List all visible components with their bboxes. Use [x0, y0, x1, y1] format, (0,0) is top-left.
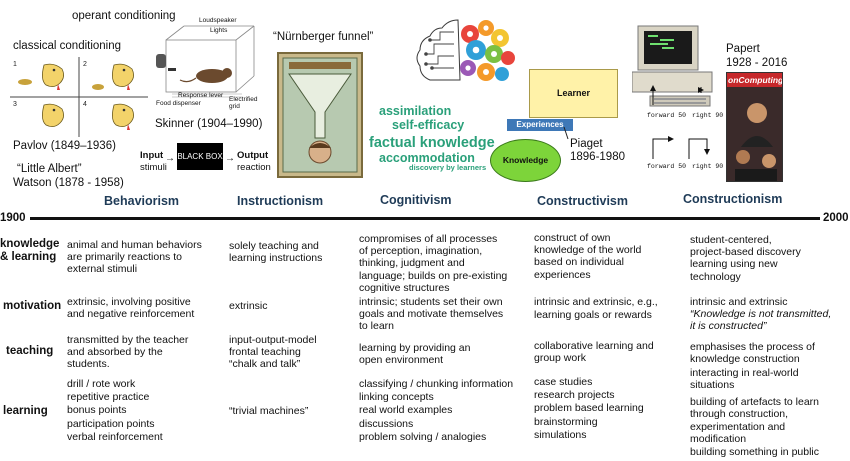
cell-knowledge-behaviorism: animal and human behaviors are primarily… [67, 239, 202, 276]
cell-teaching-constructionism-extra: interacting in real-world situations [690, 367, 799, 392]
experience-arrow [562, 126, 574, 141]
food-dispenser-label: Food dispenser [156, 100, 201, 107]
output-arrow: → [225, 153, 235, 164]
knowledge-ellipse: Knowledge [490, 139, 561, 182]
skinner-label: Skinner (1904–1990) [155, 118, 263, 130]
cell-teaching-instructionism: input-output-model frontal teaching “cha… [229, 334, 317, 371]
discovery-word: discovery by learners [409, 163, 487, 172]
little-albert-label: “Little Albert” [17, 163, 82, 175]
response-lever-label: Response lever [178, 92, 224, 99]
cell-motivation-instructionism: extrinsic [229, 300, 268, 312]
pavlov-panel-2: 2 [83, 61, 87, 68]
papert-label: Papert [726, 43, 760, 55]
nuernberger-funnel-label: “Nürnberger funnel” [273, 31, 374, 43]
loudspeaker-label: Loudspeaker [199, 17, 237, 24]
row-label-teaching: teaching [6, 345, 54, 357]
piaget-label: Piaget [570, 138, 603, 150]
row-label-learning: learning [3, 405, 48, 417]
skinner-box-illustration [152, 18, 262, 116]
timeline-start: 1900 [0, 212, 26, 224]
cell-learning-behaviorism: drill / rote work repetitive practice bo… [67, 378, 163, 443]
timeline-line [30, 217, 820, 220]
oncomputing-magazine: onComputing [726, 72, 783, 182]
cell-motivation-behaviorism: extrinsic, involving positive and negati… [67, 296, 195, 321]
turtle-right90-b: right 90 [692, 163, 724, 170]
brain-gears-illustration [400, 12, 522, 124]
cell-motivation-cognitivism: intrinsic; students set their own goals … [359, 296, 504, 333]
classical-conditioning-label: classical conditioning [13, 40, 122, 52]
magazine-masthead: onComputing [727, 73, 783, 87]
row-label-knowledge-learning: knowledge & learning [0, 238, 60, 263]
watson-label: Watson (1878 - 1958) [13, 177, 124, 189]
cell-motivation-constructivism: intrinsic and extrinsic, e.g., learning … [534, 296, 658, 321]
cell-knowledge-instructionism: solely teaching and learning instruction… [229, 240, 323, 265]
input-arrow: → [165, 153, 175, 164]
cell-teaching-cognitivism: learning by providing an open environmen… [359, 342, 471, 367]
cell-learning-constructivism: case studies research projects problem b… [534, 376, 644, 441]
cell-learning-constructionism: building of artefacts to learn through c… [690, 396, 819, 458]
turtle-drawings [641, 83, 721, 171]
turtle-forward50-a: forward 50 [647, 112, 687, 119]
self-efficacy-word: self-efficacy [392, 118, 465, 132]
cell-teaching-behaviorism: transmitted by the teacher and absorbed … [67, 334, 189, 371]
output-label: Output [237, 150, 269, 161]
constructionism-quote: “Knowledge is not transmitted, it is con… [690, 308, 832, 333]
cell-learning-instructionism: “trivial machines” [229, 405, 309, 417]
cell-motivation-constructionism: intrinsic and extrinsic [690, 296, 788, 308]
cell-knowledge-constructionism: student-centered, project-based discover… [690, 234, 801, 283]
pavlov-panel-1: 1 [13, 61, 17, 68]
cell-learning-cognitivism: classifying / chunking information linki… [359, 378, 514, 443]
experiences-box: Experiences [507, 119, 573, 131]
column-behaviorism: Behaviorism [104, 194, 180, 208]
reaction-label: reaction [237, 162, 271, 173]
accommodation-word: accommodation [379, 151, 475, 165]
cell-teaching-constructionism: emphasises the process of knowledge cons… [690, 341, 815, 366]
stimuli-label: stimuli [140, 162, 167, 173]
funnel-illustration [277, 52, 363, 178]
operant-conditioning-label: operant conditioning [72, 10, 176, 22]
column-constructivism: Constructivism [537, 194, 628, 208]
column-constructionism: Constructionism [683, 192, 783, 206]
papert-years-label: 1928 - 2016 [726, 57, 788, 69]
factual-knowledge-word: factual knowledge [369, 135, 495, 151]
cell-knowledge-constructivism: construct of own knowledge of the world … [534, 232, 642, 281]
pavlov-dog-panels: 1 2 3 4 [10, 57, 148, 137]
turtle-right90-a: right 90 [692, 112, 724, 119]
row-label-motivation: motivation [3, 300, 62, 312]
pavlov-label: Pavlov (1849–1936) [13, 140, 116, 152]
timeline-end: 2000 [823, 212, 849, 224]
column-instructionism: Instructionism [237, 194, 324, 208]
lights-label: Lights [210, 27, 228, 34]
input-label: Input [140, 150, 164, 161]
electrified-grid-label: Electrified grid [229, 96, 258, 110]
piaget-years-label: 1896-1980 [570, 151, 625, 163]
turtle-forward50-b: forward 50 [647, 163, 687, 170]
cell-knowledge-cognitivism: compromises of all processes of percepti… [359, 233, 508, 294]
black-box: BLACK BOX [177, 143, 223, 170]
learner-box: Learner [529, 69, 618, 118]
pavlov-panel-3: 3 [13, 101, 17, 108]
pavlov-panel-4: 4 [83, 101, 87, 108]
assimilation-word: assimilation [379, 104, 452, 118]
column-cognitivism: Cognitivism [380, 193, 452, 207]
cell-teaching-constructivism: collaborative learning and group work [534, 340, 654, 365]
